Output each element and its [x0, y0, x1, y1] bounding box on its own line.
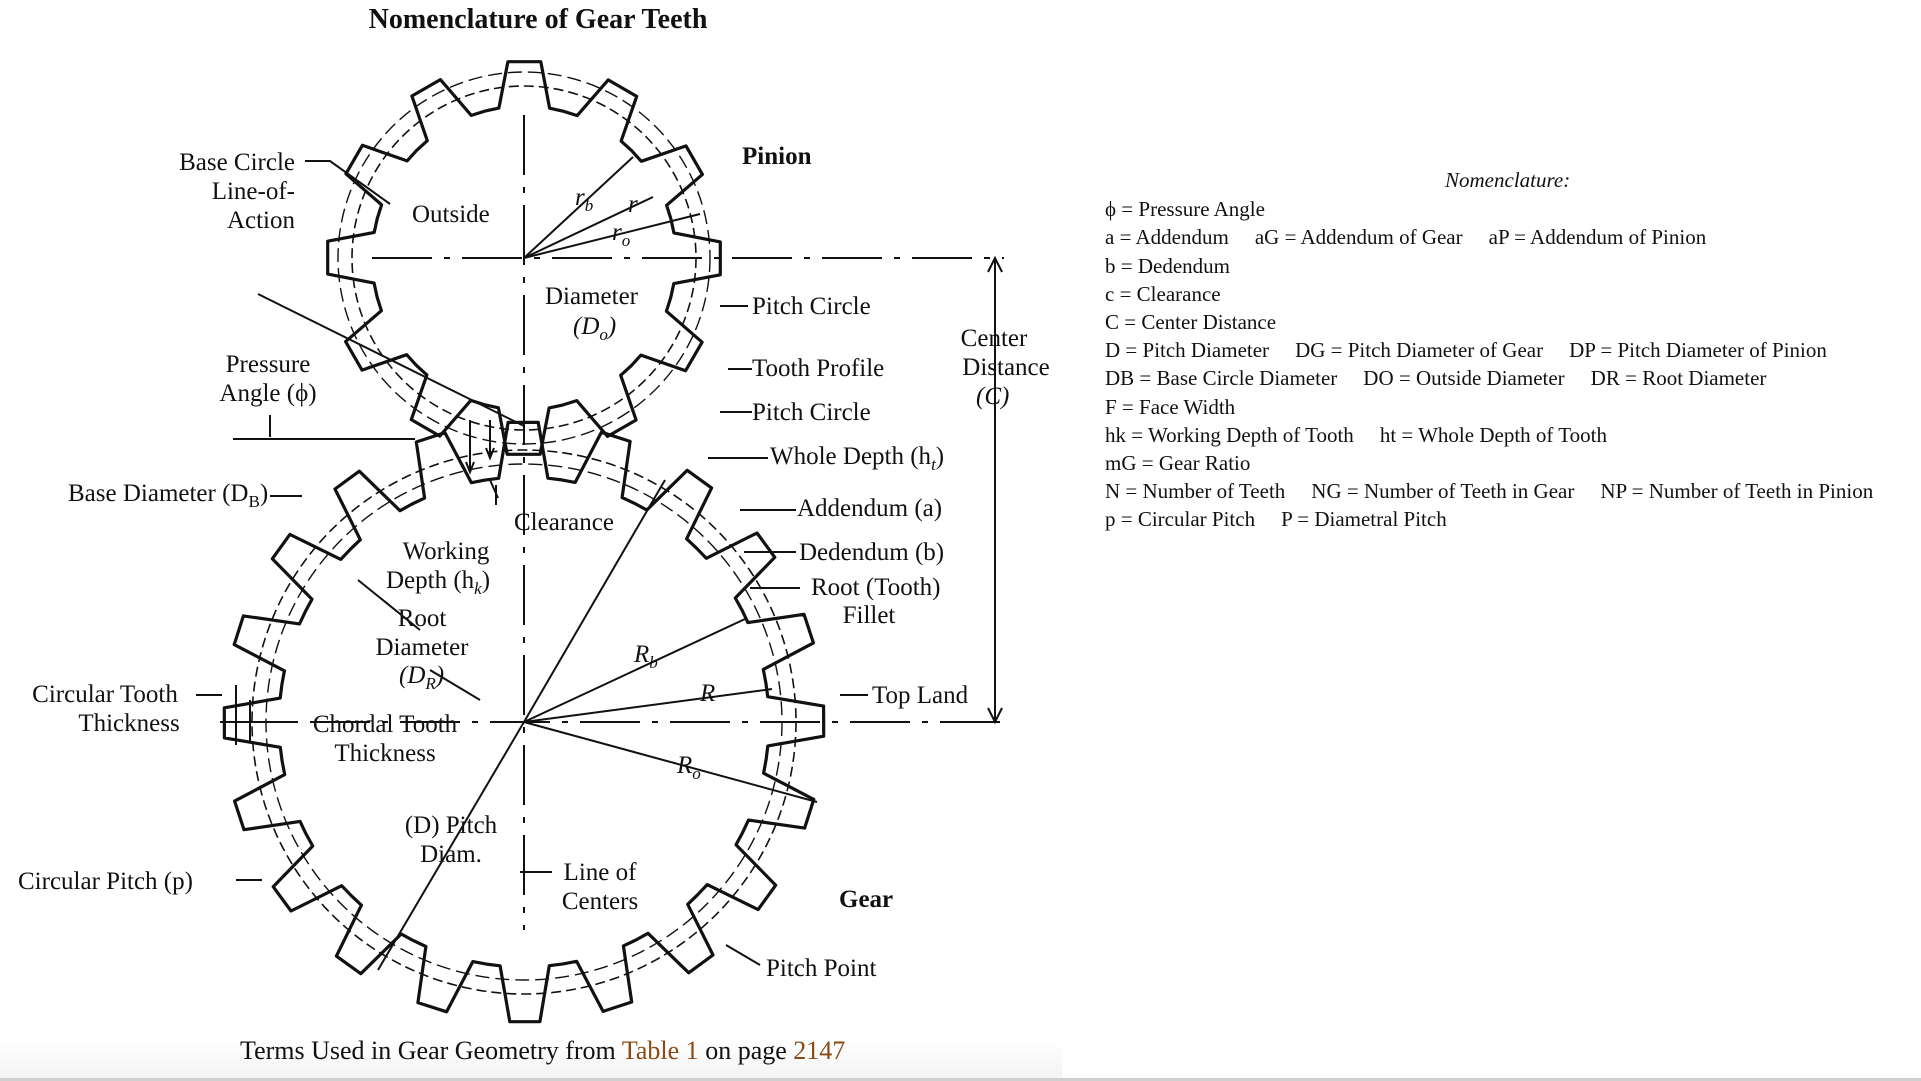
label-pitch-point: Pitch Point [766, 955, 876, 982]
nomenclature-term: p = Circular Pitch [1105, 507, 1256, 532]
nomenclature-term: P = Diametral Pitch [1281, 507, 1447, 532]
nomenclature-term: DB = Base Circle Diameter [1105, 366, 1338, 391]
label-top-land: Top Land [872, 682, 969, 709]
label-diameter: Diameter [545, 283, 639, 310]
nomenclature-row: a = Addendum aG = Addendum of Gear aP = Ad… [1105, 223, 1915, 251]
label-line-of: Line-of- [212, 178, 295, 205]
caption-table-link[interactable]: Table 1 [621, 1036, 699, 1065]
label-depth-hk: Depth (hk) [386, 567, 490, 598]
nomenclature-row: c = Clearance [1105, 280, 1915, 308]
label-pitch-circle-gear: Pitch Circle [752, 399, 871, 426]
label-outside: Outside [412, 201, 490, 228]
caption-prefix: Terms Used in Gear Geometry from [240, 1036, 622, 1065]
caption-band [0, 1040, 1062, 1081]
nomenclature-row: D = Pitch Diameter DG = Pitch Diameter of… [1105, 336, 1915, 364]
nomenclature-term: DR = Root Diameter [1590, 366, 1767, 391]
label-line-of-centers-1: Line of [564, 859, 638, 886]
nomenclature-term: ht = Whole Depth of Tooth [1379, 422, 1607, 447]
label-pitch-circle-pinion: Pitch Circle [752, 293, 871, 320]
gear-label: Gear [839, 886, 893, 913]
label-distance: Distance [962, 354, 1049, 381]
nomenclature-term: mG = Gear Ratio [1105, 451, 1251, 476]
label-chordal-2: Thickness [334, 740, 435, 767]
nomenclature-row: b = Dedendum [1105, 252, 1915, 280]
diagram-title: Nomenclature of Gear Teeth [369, 4, 708, 35]
label-fillet: Fillet [843, 602, 896, 629]
label-angle: Angle (ϕ) [219, 380, 316, 407]
label-chordal-1: Chordal Tooth [313, 711, 458, 738]
label-pressure: Pressure [226, 351, 311, 378]
label-root: Root [398, 605, 447, 632]
label-circular-tooth-2: Thickness [78, 710, 179, 737]
label-tooth-profile: Tooth Profile [752, 355, 884, 382]
label-dr: (DR) [399, 662, 444, 693]
bottom-border [0, 1078, 1921, 1081]
nomenclature-term: aP = Addendum of Pinion [1488, 225, 1707, 250]
label-c: (C) [976, 383, 1009, 410]
label-circular-pitch: Circular Pitch (p) [18, 868, 193, 895]
caption-mid: on page [698, 1036, 794, 1065]
label-d-pitch: (D) Pitch [405, 812, 498, 839]
label-Rb: Rb [633, 641, 658, 672]
label-diam: Diam. [420, 841, 482, 868]
pinion-outline [326, 60, 722, 456]
nomenclature-term: D = Pitch Diameter [1105, 338, 1270, 363]
nomenclature-term: hk = Working Depth of Tooth [1105, 422, 1354, 447]
label-r: r [628, 191, 638, 218]
label-R: R [699, 680, 715, 707]
label-whole-depth: Whole Depth (ht) [770, 443, 944, 474]
label-line-of-centers-2: Centers [562, 888, 638, 915]
nomenclature-term: DP = Pitch Diameter of Pinion [1569, 338, 1827, 363]
label-base-diameter: Base Diameter (DB) [68, 480, 268, 511]
nomenclature-row: N = Number of Teeth NG = Number of Teeth … [1105, 477, 1915, 505]
nomenclature-row: mG = Gear Ratio [1105, 449, 1915, 477]
pinion-label: Pinion [742, 143, 812, 170]
nomenclature-term: DO = Outside Diameter [1363, 366, 1565, 391]
nomenclature-row: p = Circular Pitch P = Diametral Pitch [1105, 505, 1915, 533]
figure-caption: Terms Used in Gear Geometry from Table 1… [240, 1036, 845, 1066]
nomenclature-row: hk = Working Depth of Tooth ht = Whole De… [1105, 421, 1915, 449]
nomenclature-term: c = Clearance [1105, 281, 1221, 306]
nomenclature-term: ϕ = Pressure Angle [1105, 197, 1265, 222]
label-do: (Do) [573, 313, 616, 344]
label-dedendum: Dedendum (b) [799, 539, 944, 566]
label-circular-tooth-1: Circular Tooth [32, 681, 178, 708]
label-root-diameter: Diameter [375, 634, 469, 661]
gear-outline [222, 420, 826, 1024]
caption-page-link[interactable]: 2147 [793, 1036, 846, 1065]
label-clearance: Clearance [514, 509, 614, 536]
label-center: Center [961, 325, 1028, 352]
nomenclature-term: DG = Pitch Diameter of Gear [1295, 338, 1544, 363]
label-addendum: Addendum (a) [797, 495, 942, 522]
label-base-circle: Base Circle [179, 149, 295, 176]
label-rb: rb [575, 184, 593, 215]
nomenclature-heading: Nomenclature: [1445, 168, 1571, 192]
nomenclature-term: a = Addendum [1105, 225, 1229, 250]
nomenclature-row: F = Face Width [1105, 393, 1915, 421]
nomenclature-term: F = Face Width [1105, 394, 1236, 419]
nomenclature-rows: ϕ = Pressure Angle a = Addendum aG = Adden… [1105, 195, 1915, 533]
label-action: Action [227, 207, 296, 234]
nomenclature-row: ϕ = Pressure Angle [1105, 195, 1915, 223]
diagram-labels: Base Circle Line-of- Action Outside Diam… [18, 149, 1050, 982]
label-working: Working [403, 538, 490, 565]
nomenclature-term: b = Dedendum [1105, 253, 1230, 278]
nomenclature-term: N = Number of Teeth [1105, 479, 1286, 504]
nomenclature-row: DB = Base Circle Diameter DO = Outside Di… [1105, 364, 1915, 392]
dimension-lines [196, 115, 1004, 971]
label-root-tooth: Root (Tooth) [811, 574, 941, 601]
label-Ro: Ro [676, 752, 701, 783]
nomenclature-term: C = Center Distance [1105, 310, 1277, 335]
nomenclature-term: NG = Number of Teeth in Gear [1311, 479, 1575, 504]
nomenclature-term: aG = Addendum of Gear [1254, 225, 1463, 250]
label-ro: ro [612, 219, 630, 250]
nomenclature-term: NP = Number of Teeth in Pinion [1600, 479, 1874, 504]
nomenclature-row: C = Center Distance [1105, 308, 1915, 336]
